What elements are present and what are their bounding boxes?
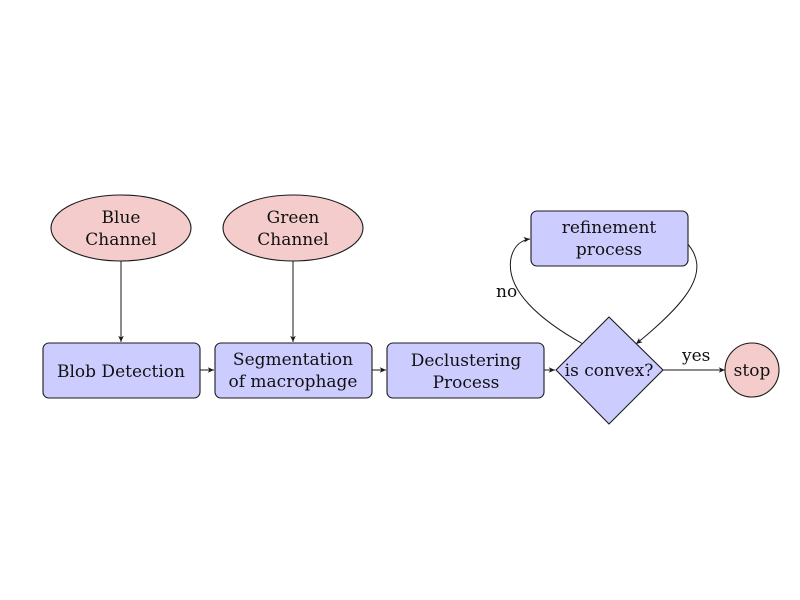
node-green-channel-line2: Channel (257, 230, 329, 250)
node-declustering-line2: Process (433, 373, 500, 393)
node-stop-label: stop (734, 361, 771, 381)
edge-refinement-to-convex (635, 241, 698, 345)
node-is-convex-label: is convex? (565, 361, 654, 381)
node-is-convex: is convex? (555, 316, 664, 425)
node-blob-detection-label: Blob Detection (57, 362, 185, 382)
node-stop: stop (724, 342, 780, 398)
node-segmentation-line1: Segmentation (233, 350, 353, 370)
edge-convex-to-refinement-no (509, 237, 584, 345)
node-refinement: refinement process (530, 210, 689, 267)
node-segmentation-line2: of macrophage (229, 372, 358, 392)
node-blob-detection: Blob Detection (42, 342, 201, 399)
edge-label-no: no (496, 282, 517, 302)
edge-label-yes: yes (681, 346, 710, 366)
node-declustering: Declustering Process (386, 342, 545, 399)
node-refinement-line2: process (576, 240, 642, 260)
node-blue-channel: Blue Channel (50, 194, 192, 262)
node-blue-channel-line2: Channel (85, 230, 157, 250)
node-green-channel-line1: Green (267, 208, 320, 228)
node-blue-channel-line1: Blue (102, 208, 141, 228)
node-refinement-line1: refinement (562, 218, 657, 238)
node-declustering-line1: Declustering (411, 351, 522, 371)
node-green-channel: Green Channel (222, 194, 364, 262)
node-segmentation: Segmentation of macrophage (214, 342, 373, 399)
